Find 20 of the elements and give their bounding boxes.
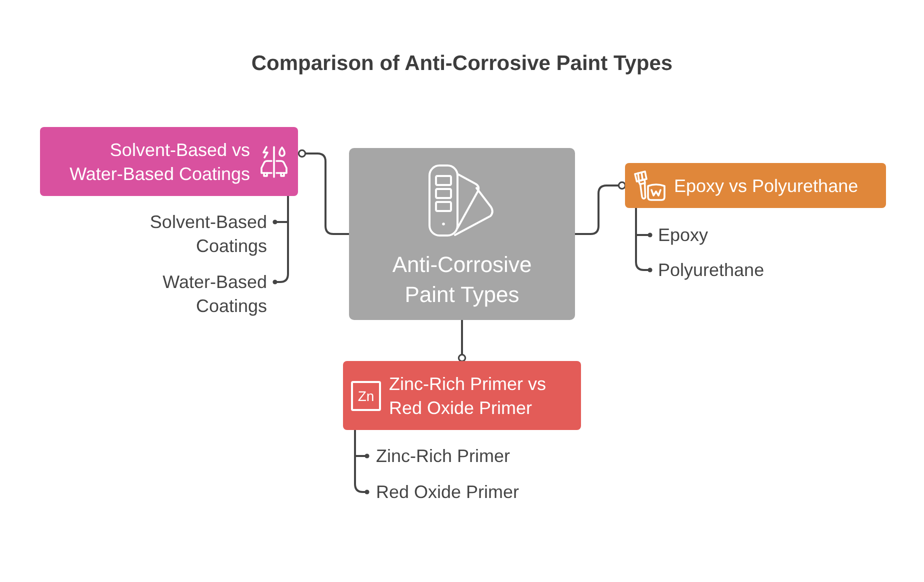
category-box: [343, 361, 581, 430]
list-item: Solvent-Based Coatings: [133, 210, 267, 258]
list-item: Water-Based Coatings: [133, 270, 267, 318]
connector-line: [575, 181, 626, 235]
list-item: Zinc-Rich Primer: [376, 444, 510, 468]
connector-line: [635, 208, 652, 272]
list-item: Epoxy: [658, 223, 708, 247]
list-item: Red Oxide Primer: [376, 480, 520, 504]
element-symbol: Zn: [351, 380, 381, 410]
list-item: Polyurethane: [658, 258, 764, 282]
connector-line: [458, 320, 466, 362]
connector-line: [298, 149, 349, 235]
category-title: Solvent-Based vs Water-Based Coatings: [68, 138, 250, 186]
topic-title: Anti-Corrosive Paint Types: [391, 251, 533, 309]
topic-box: [349, 148, 575, 320]
diagram-title: Comparison of Anti-Corrosive Paint Types: [250, 51, 674, 77]
category-title: Epoxy vs Polyurethane: [674, 174, 858, 198]
category-title: Zinc-Rich Primer vs Red Oxide Primer: [389, 372, 548, 420]
category-box: [625, 163, 886, 208]
category-box: [40, 127, 298, 196]
